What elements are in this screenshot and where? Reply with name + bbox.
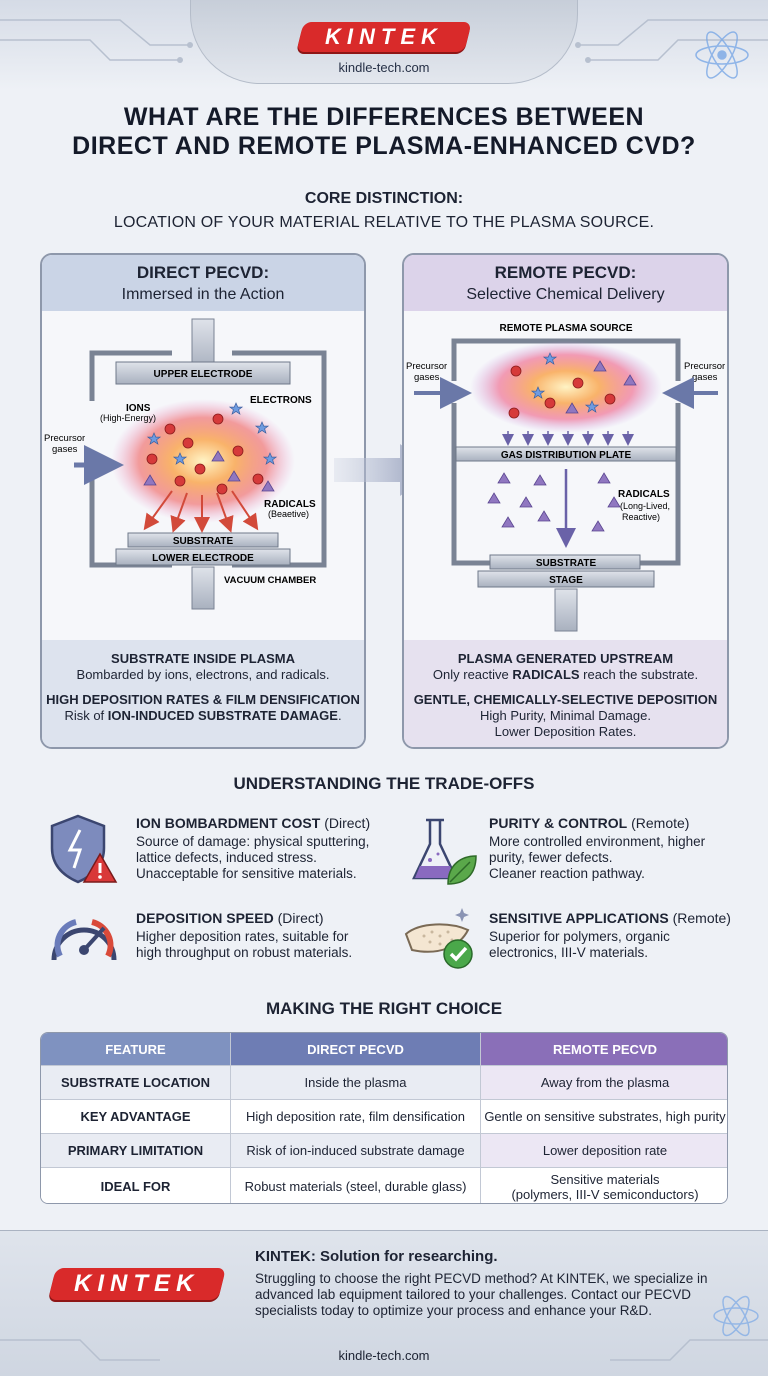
ions-note: (High-Energy) [100,413,156,423]
electrons-label: ELECTRONS [250,395,312,406]
material-check-icon [404,908,473,969]
remote-pecvd-diagram: REMOTE PLASMA SOURCE Precursor gases Pre… [406,323,725,632]
footer-body: Struggling to choose the right PECVD met… [255,1271,708,1318]
core-heading: CORE DISTINCTION: [304,190,464,207]
remote-point-1-text: Only reactive RADICALS reach the substra… [432,667,699,682]
remote-point-2-text-1: High Purity, Minimal Damage. [480,708,651,723]
kintek-logo[interactable]: KINTEK [296,22,472,52]
remote-pecvd-panel: REMOTE PECVD: Selective Chemical Deliver… [402,253,729,749]
shield-warning-icon [50,814,118,884]
table-row: IDEAL FOR Robust materials (steel, durab… [41,1167,727,1203]
footer [0,1230,768,1376]
footer-circuit-decoration [0,1295,768,1361]
remote-title: REMOTE PECVD: [494,263,637,282]
remote-precursor-left-2: gases [414,372,440,383]
gas-distribution-plate [455,446,677,462]
bottom-feedthrough [191,566,215,610]
stage [477,570,655,588]
delivered-radicals [487,472,621,532]
remote-substrate [489,554,641,570]
tradeoff-deposition-speed: DEPOSITION SPEED (Direct) Higher deposit… [136,910,353,960]
direct-point-1-text: Bombarded by ions, electrons, and radica… [76,667,330,682]
remote-ion-particles [508,365,616,419]
title-line-1: WHAT ARE THE DIFFERENCES BETWEEN [123,103,645,131]
upper-electrode-label: UPPER ELECTRODE [154,369,253,380]
stage-label: STAGE [549,575,583,586]
tradeoff-sensitive-applications: SENSITIVE APPLICATIONS (Remote) Superior… [489,910,731,960]
direct-panel-footer: SUBSTRATE INSIDE PLASMA Bombarded by ion… [42,640,364,747]
radical-triangles [143,450,275,492]
gas-distribution-plate-label: GAS DISTRIBUTION PLATE [501,450,632,461]
direct-panel-header: DIRECT PECVD: Immersed in the Action [42,255,364,311]
ion-bombardment-arrows [143,490,259,533]
remote-plasma-cloud [470,341,662,433]
footer-heading: KINTEK: Solution for researching. [255,1248,498,1265]
direct-point-2-title: HIGH DEPOSITION RATES & FILM DENSIFICATI… [46,692,360,707]
remote-plasma-radicals [565,360,637,414]
substrate-label: SUBSTRATE [173,536,234,547]
tradeoff-ion-bombardment: ION BOMBARDMENT COST (Direct) Source of … [136,815,371,881]
remote-point-1-title: PLASMA GENERATED UPSTREAM [457,651,674,666]
table-row: KEY ADVANTAGE High deposition rate, film… [41,1099,727,1133]
radicals-note: (Beaetive) [268,509,309,519]
remote-subtitle: Selective Chemical Delivery [466,286,665,303]
radicals-label: RADICALS [264,499,316,510]
footer-kintek-logo[interactable]: KINTEK [48,1268,226,1300]
precursor-label-2: gases [52,444,78,455]
core-subtitle: LOCATION OF YOUR MATERIAL RELATIVE TO TH… [113,214,655,231]
remote-panel-header: REMOTE PECVD: Selective Chemical Deliver… [404,255,727,311]
comparison-table: FEATURE DIRECT PECVD REMOTE PECVD SUBSTR… [40,1032,728,1204]
table-row: PRIMARY LIMITATION Risk of ion-induced s… [41,1133,727,1167]
vacuum-chamber-label: VACUUM CHAMBER [224,575,316,586]
atom-icon [695,31,749,79]
header-remote: REMOTE PECVD [481,1033,727,1065]
stage-support [554,588,578,632]
header-feature: FEATURE [41,1033,231,1065]
footer-url[interactable]: kindle-tech.com [338,1348,430,1363]
remote-source-label: REMOTE PLASMA SOURCE [500,323,633,334]
direct-title: DIRECT PECVD: [136,263,270,282]
header-direct: DIRECT PECVD [231,1033,481,1065]
remote-panel-footer: PLASMA GENERATED UPSTREAM Only reactive … [404,640,727,747]
remote-electron-stars [530,352,600,413]
remote-radicals-label: RADICALS [618,489,670,500]
direct-pecvd-diagram: UPPER ELECTRODE Precursor gases IONS (Hi… [44,318,327,610]
remote-substrate-label: SUBSTRATE [536,558,597,569]
direct-subtitle: Immersed in the Action [121,286,285,303]
plasma-cloud [111,399,295,523]
table-header-row: FEATURE DIRECT PECVD REMOTE PECVD [41,1033,727,1065]
title-line-2: DIRECT AND REMOTE PLASMA-ENHANCED CVD? [72,132,696,160]
remote-radicals-note-1: (Long-Lived, [620,501,670,511]
direct-point-1-title: SUBSTRATE INSIDE PLASMA [111,651,295,666]
tradeoffs-heading: UNDERSTANDING THE TRADE-OFFS [233,774,535,793]
ions-label: IONS [126,403,151,414]
ion-particles [146,413,264,495]
remote-point-2-text-2: Lower Deposition Rates. [494,724,637,739]
circuit-decoration [0,19,768,79]
tradeoff-purity-control: PURITY & CONTROL (Remote) More controlle… [489,815,706,881]
lower-electrode-label: LOWER ELECTRODE [152,553,254,564]
downflow-arrows [502,431,634,446]
lower-electrode [115,548,291,566]
upper-electrode [115,361,291,385]
precursor-label-1: Precursor [44,433,85,444]
choice-heading: MAKING THE RIGHT CHOICE [265,999,503,1018]
remote-precursor-right-1: Precursor [684,361,725,372]
remote-radicals-note-2: Reactive) [622,512,660,522]
direct-point-2-text: Risk of ION-INDUCED SUBSTRATE DAMAGE. [64,708,342,723]
direct-pecvd-panel: DIRECT PECVD: Immersed in the Action UPP… [40,253,366,749]
flask-leaf-icon [412,818,477,885]
table-row: SUBSTRATE LOCATION Inside the plasma Awa… [41,1065,727,1099]
substrate [127,532,279,548]
remote-precursor-right-2: gases [692,372,718,383]
electron-stars [146,402,278,465]
remote-point-2-title: GENTLE, CHEMICALLY-SELECTIVE DEPOSITION [413,692,718,707]
header-url[interactable]: kindle-tech.com [338,60,430,75]
remote-precursor-left-1: Precursor [406,361,447,372]
page-title: WHAT ARE THE DIFFERENCES BETWEEN DIRECT … [20,103,748,161]
speedometer-icon [51,919,117,961]
